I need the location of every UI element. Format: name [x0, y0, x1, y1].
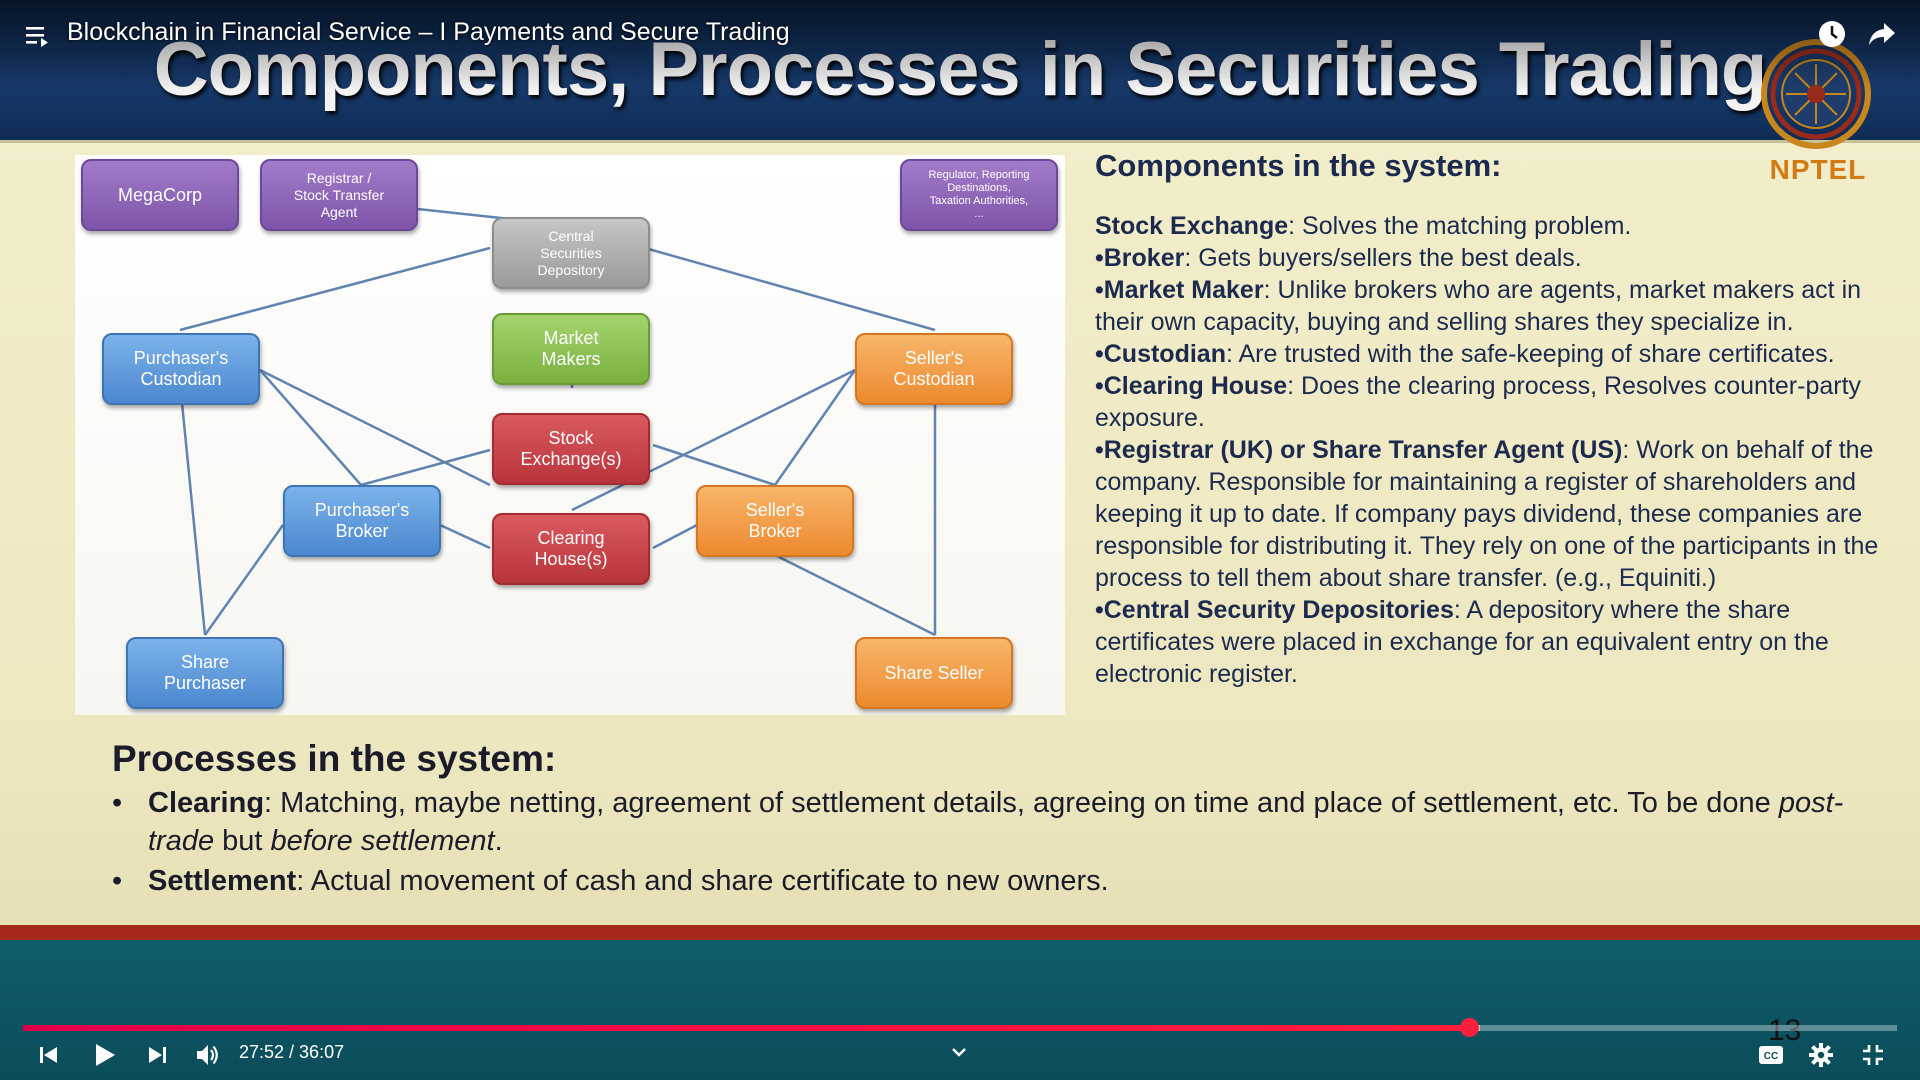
bullet: •: [112, 787, 123, 819]
securities-trading-diagram: MegaCorp Registrar / Stock Transfer Agen…: [75, 155, 1065, 715]
component-item: •Market Maker: Unlike brokers who are ag…: [1095, 276, 1862, 336]
svg-text:CC: CC: [1764, 1051, 1778, 1062]
node-market-makers: Market Makers: [492, 313, 650, 385]
node-megacorp: MegaCorp: [81, 159, 239, 231]
bullet: •: [112, 865, 123, 897]
slide-page-number: 13: [1768, 1014, 1802, 1047]
link-sellers-custodian-broker: [773, 369, 857, 486]
node-clearing-house: Clearing House(s): [492, 513, 650, 585]
link-purchasers-broker-share-purchaser: [203, 524, 285, 636]
video-title[interactable]: Blockchain in Financial Service – I Paym…: [67, 18, 790, 46]
gear-icon[interactable]: [1806, 1040, 1836, 1070]
share-icon[interactable]: [1864, 16, 1900, 52]
skip-previous-icon[interactable]: [34, 1040, 64, 1070]
progress-scrubber[interactable]: [1460, 1018, 1480, 1037]
node-registrar: Registrar / Stock Transfer Agent: [260, 159, 418, 231]
playlist-icon[interactable]: [22, 20, 56, 52]
nptel-logo-text: NPTEL: [1769, 154, 1867, 185]
slide-footer-bar: [0, 925, 1920, 940]
node-sellers-broker: Seller's Broker: [696, 485, 854, 557]
link-purchasers-broker-exchange: [360, 448, 491, 487]
link-purchasers-custodian-exchange: [259, 368, 491, 487]
link-sellers-broker-clearing: [652, 523, 698, 550]
lecture-slide: Components, Processes in Securities Trad…: [0, 0, 1920, 940]
chevron-down-icon[interactable]: [944, 1040, 974, 1064]
play-icon[interactable]: [88, 1038, 122, 1072]
process-item-clearing: •Clearing: Matching, maybe netting, agre…: [112, 784, 1892, 860]
player-top-gradient: [0, 0, 1920, 90]
link-sellers-broker-share-seller: [774, 553, 936, 637]
exit-fullscreen-icon[interactable]: [1858, 1040, 1888, 1070]
processes-heading: Processes in the system:: [112, 738, 557, 779]
skip-next-icon[interactable]: [142, 1040, 172, 1070]
link-purchasers-custodian-share-purchaser: [180, 402, 207, 636]
progress-played: [23, 1025, 1470, 1031]
link-purchasers-broker-clearing: [439, 523, 491, 550]
node-purchasers-custodian: Purchaser's Custodian: [102, 333, 260, 405]
node-stock-exchange: Stock Exchange(s): [492, 413, 650, 485]
node-sellers-custodian: Seller's Custodian: [855, 333, 1013, 405]
time-display: 27:52 / 36:07: [239, 1042, 345, 1062]
component-item: •Registrar (UK) or Share Transfer Agent …: [1095, 436, 1879, 592]
component-item: •Custodian: Are trusted with the safe-ke…: [1095, 340, 1835, 368]
clock-icon[interactable]: [1814, 16, 1850, 52]
node-central-securities-depository: Central Securities Depository: [492, 217, 650, 289]
link-purchasers-custodian-broker: [259, 369, 362, 486]
component-item: •Broker: Gets buyers/sellers the best de…: [1095, 244, 1582, 272]
process-item-settlement: •Settlement: Actual movement of cash and…: [112, 862, 1892, 900]
progress-bar[interactable]: [23, 1018, 1897, 1037]
component-item: Stock Exchange: Solves the matching prob…: [1095, 212, 1632, 240]
link-sellers-custodian-exchange: [571, 368, 856, 512]
component-item: •Clearing House: Does the clearing proce…: [1095, 372, 1862, 432]
player-bottom-area: [0, 940, 1920, 1080]
node-purchasers-broker: Purchaser's Broker: [283, 485, 441, 557]
node-share-seller: Share Seller: [855, 637, 1013, 709]
link-csd-purchasers-custodian: [179, 246, 491, 332]
link-csd-sellers-custodian: [644, 246, 936, 332]
captions-icon[interactable]: CC: [1756, 1040, 1786, 1070]
node-regulator: Regulator, Reporting Destinations, Taxat…: [900, 159, 1058, 231]
link-sellers-broker-exchange: [652, 443, 776, 487]
component-item: •Central Security Depositories: A deposi…: [1095, 596, 1829, 688]
components-section: Components in the system: Stock Exchange…: [1095, 148, 1905, 690]
processes-section: Processes in the system: •Clearing: Matc…: [112, 738, 1892, 900]
volume-icon[interactable]: [192, 1040, 224, 1070]
node-share-purchaser: Share Purchaser: [126, 637, 284, 709]
components-heading: Components in the system:: [1095, 148, 1502, 183]
